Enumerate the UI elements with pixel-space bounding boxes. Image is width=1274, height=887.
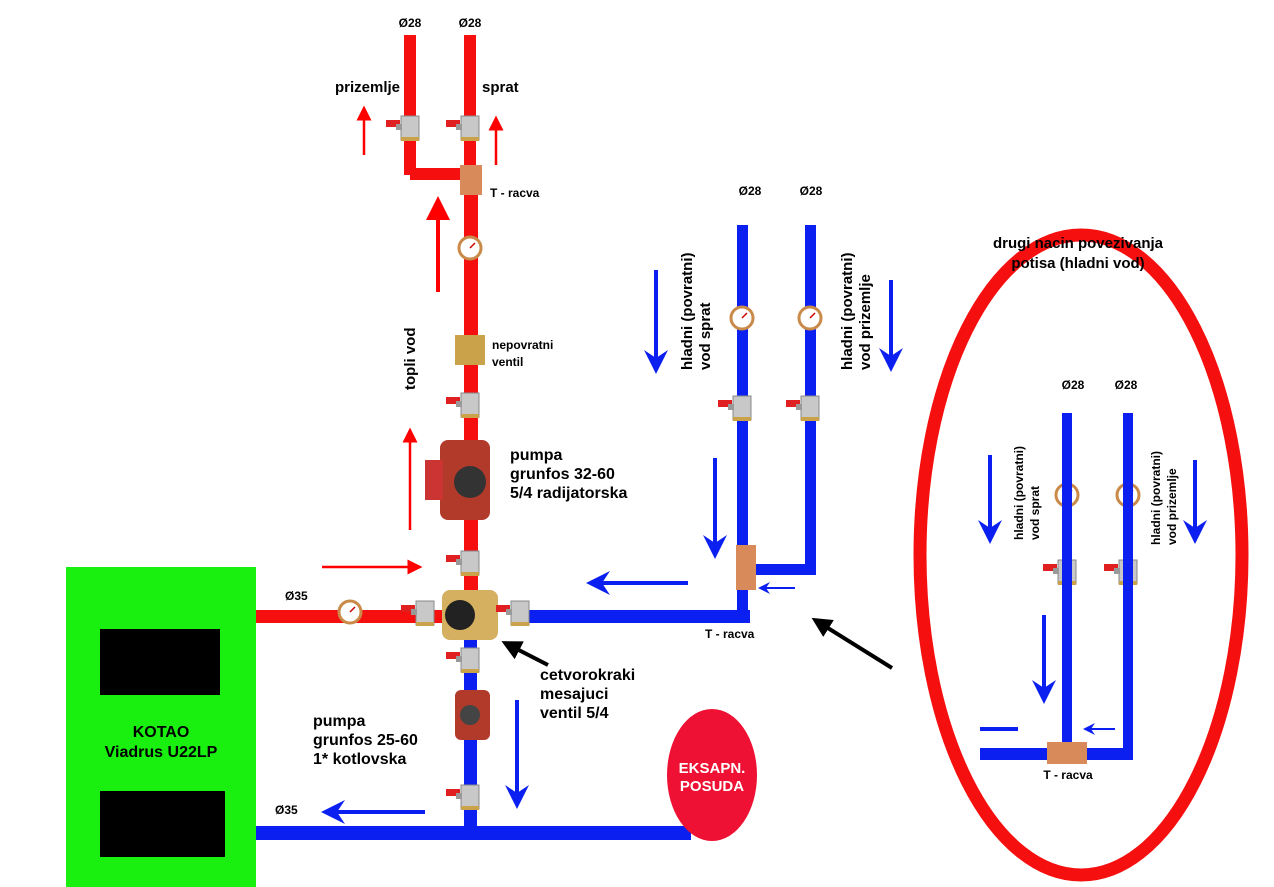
label-pump-boiler-1: pumpa [313,713,366,730]
boiler-model: Viadrus U22LP [105,744,218,761]
label-t-return: T - racva [705,627,755,641]
radiator-pump [425,440,490,520]
label-pump-rad-2: grunfos 32-60 [510,466,615,483]
label-mix-1: cetvorokraki [540,667,635,684]
label-sprat: sprat [482,79,519,96]
vessel-label-1: EKSAPN. [679,760,746,777]
alt-return-prizemlje-1: hladni (povratni) [1149,451,1163,545]
label-topli-vod: topli vod [402,328,419,391]
label-pump-rad-3: 5/4 radijatorska [510,485,628,502]
vessel-label-2: POSUDA [680,778,744,795]
label-t-top: T - racva [490,186,540,200]
return-prizemlje-2: vod prizemlje [857,274,874,370]
flow-arrows [321,105,1207,824]
labels: Ø28 Ø28 Ø28 Ø28 Ø35 Ø35 prizemlje sprat … [275,16,874,817]
expansion-vessel: EKSAPN. POSUDA [667,709,757,841]
alt-title-1: drugi nacin povezivanja [993,235,1164,252]
size-return-1: Ø28 [739,184,762,198]
label-mix-3: ventil 5/4 [540,705,609,722]
size-return: Ø35 [275,803,298,817]
alt-title-2: potisa (hladni vod) [1011,255,1144,272]
label-mix-2: mesajuci [540,686,608,703]
return-prizemlje-1: hladni (povratni) [839,253,856,371]
label-pump-boiler-3: 1* kotlovska [313,751,406,768]
alt-size-2: Ø28 [1115,378,1138,392]
check-valve [455,335,485,365]
alt-return-sprat-1: hladni (povratni) [1012,446,1026,540]
boiler-pump [455,690,490,740]
label-pump-boiler-2: grunfos 25-60 [313,732,418,749]
size-supply: Ø35 [285,589,308,603]
label-prizemlje: prizemlje [335,79,400,96]
label-check-2: ventil [492,355,523,369]
t-fitting-return [736,545,756,590]
return-sprat-1: hladni (povratni) [679,253,696,371]
size-return-2: Ø28 [800,184,823,198]
hot-pipes [256,35,478,623]
t-fitting-top [460,165,482,195]
alt-return-prizemlje-2: vod prizemlje [1165,468,1179,545]
alt-size-1: Ø28 [1062,378,1085,392]
alt-t-label: T - racva [1043,768,1093,782]
boiler-title: KOTAO [133,724,190,741]
alt-return-sprat-2: vod sprat [1028,486,1042,540]
label-check-1: nepovratni [492,338,553,352]
size-sprat: Ø28 [459,16,482,30]
size-prizemlje: Ø28 [399,16,422,30]
alternative-connection: Ø28 Ø28 T - racva hladni (povratni)vod s… [913,228,1249,882]
return-sprat-2: vod sprat [697,302,714,370]
boiler: KOTAO Viadrus U22LP [66,567,256,887]
label-pump-rad-1: pumpa [510,447,563,464]
mixing-valve [442,590,498,640]
